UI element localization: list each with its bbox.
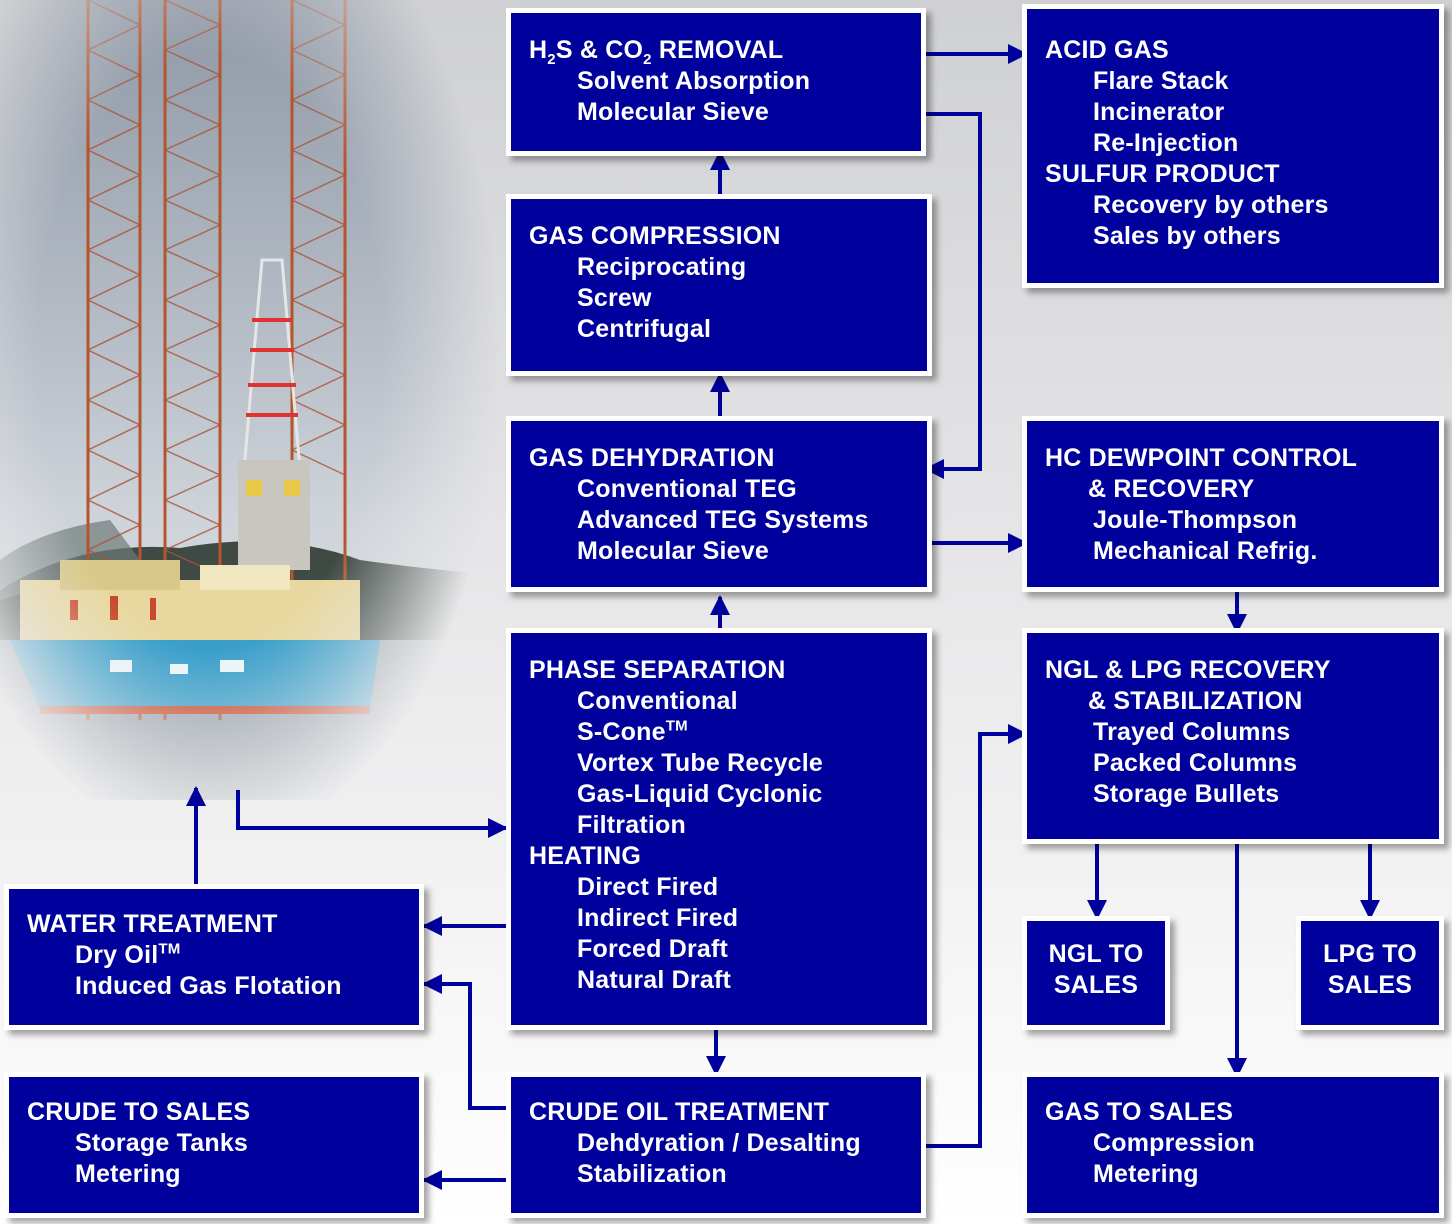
gas-compression-item: Screw (577, 284, 652, 312)
acid-gas-item: Incinerator (1093, 98, 1225, 126)
phase-item: Conventional (577, 687, 738, 715)
heating-item: Forced Draft (577, 935, 729, 963)
heating-heading: HEATING (529, 842, 642, 870)
box-acid-gas: ACID GAS Flare Stack Incinerator Re-Inje… (1022, 4, 1444, 288)
ngl-sales-line1: NGL TO (1048, 940, 1144, 968)
heating-item: Direct Fired (577, 873, 719, 901)
box-h2s-co2-removal: H2S & CO2 REMOVAL Solvent Absorption Mol… (506, 8, 926, 156)
box-crude-oil-treatment: CRUDE OIL TREATMENT Dehdyration / Desalt… (506, 1072, 926, 1218)
box-gas-compression: GAS COMPRESSION Reciprocating Screw Cent… (506, 194, 932, 376)
gas-dehydration-heading: GAS DEHYDRATION (529, 444, 775, 472)
gas-dehydration-item: Advanced TEG Systems (577, 506, 869, 534)
crude-sales-item: Storage Tanks (75, 1129, 249, 1157)
crude-treatment-heading: CRUDE OIL TREATMENT (529, 1098, 830, 1126)
arrow-crude-to-ngl (926, 724, 1028, 1148)
lpg-sales-line2: SALES (1327, 971, 1413, 999)
acid-gas-item: Flare Stack (1093, 67, 1229, 95)
phase-item: Gas-Liquid Cyclonic (577, 780, 823, 808)
water-item-dry-oil: Dry OilTM (75, 940, 181, 969)
water-item: Induced Gas Flotation (75, 972, 342, 1000)
phase-item: Filtration (577, 811, 686, 839)
arrow-crude-to-water (422, 974, 512, 1110)
gas-compression-heading: GAS COMPRESSION (529, 222, 781, 250)
hc-dewpoint-item: Mechanical Refrig. (1093, 537, 1318, 565)
acid-gas-item: Re-Injection (1093, 129, 1239, 157)
crude-sales-heading: CRUDE TO SALES (27, 1098, 251, 1126)
crude-treatment-item: Dehdyration / Desalting (577, 1129, 861, 1157)
gas-sales-item: Compression (1093, 1129, 1255, 1157)
ngl-lpg-item: Storage Bullets (1093, 780, 1280, 808)
gas-dehydration-item: Conventional TEG (577, 475, 797, 503)
sulfur-item: Sales by others (1093, 222, 1281, 250)
hc-dewpoint-item: Joule-Thompson (1093, 506, 1298, 534)
phase-item-scone: S-ConeTM (577, 717, 688, 746)
box-crude-to-sales: CRUDE TO SALES Storage Tanks Metering (4, 1072, 424, 1218)
water-treatment-heading: WATER TREATMENT (27, 910, 278, 938)
crude-treatment-item: Stabilization (577, 1160, 727, 1188)
gas-sales-item: Metering (1093, 1160, 1199, 1188)
offshore-rig-photo (0, 0, 500, 800)
hc-dewpoint-heading-cont: & RECOVERY (1088, 475, 1255, 503)
heating-item: Natural Draft (577, 966, 732, 994)
hc-dewpoint-heading: HC DEWPOINT CONTROL (1045, 444, 1358, 472)
gas-compression-item: Reciprocating (577, 253, 747, 281)
box-gas-to-sales: GAS TO SALES Compression Metering (1022, 1072, 1444, 1218)
gas-compression-item: Centrifugal (577, 315, 712, 343)
ngl-lpg-item: Trayed Columns (1093, 718, 1291, 746)
box-hc-dewpoint-control: HC DEWPOINT CONTROL & RECOVERY Joule-Tho… (1022, 416, 1444, 592)
sulfur-product-heading: SULFUR PRODUCT (1045, 160, 1280, 188)
box-lpg-to-sales: LPG TO SALES (1296, 916, 1444, 1030)
heating-item: Indirect Fired (577, 904, 739, 932)
gas-dehydration-item: Molecular Sieve (577, 537, 769, 565)
ngl-sales-line2: SALES (1053, 971, 1139, 999)
h2s-item: Solvent Absorption (577, 67, 811, 95)
phase-item: Vortex Tube Recycle (577, 749, 824, 777)
box-water-treatment: WATER TREATMENT Dry OilTM Induced Gas Fl… (4, 884, 424, 1030)
box-ngl-lpg-recovery: NGL & LPG RECOVERY & STABILIZATION Traye… (1022, 628, 1444, 844)
phase-separation-heading: PHASE SEPARATION (529, 656, 786, 684)
h2s-co2-heading: H2S & CO2 REMOVAL (529, 36, 784, 68)
ngl-lpg-heading: NGL & LPG RECOVERY (1045, 656, 1331, 684)
box-ngl-to-sales: NGL TO SALES (1022, 916, 1170, 1030)
box-phase-separation: PHASE SEPARATION Conventional S-ConeTM V… (506, 628, 932, 1030)
arrow-h2s-to-dehydration (924, 112, 982, 479)
arrow-rig-to-phase (236, 790, 508, 838)
sulfur-item: Recovery by others (1093, 191, 1329, 219)
box-gas-dehydration: GAS DEHYDRATION Conventional TEG Advance… (506, 416, 932, 592)
ngl-lpg-heading-cont: & STABILIZATION (1088, 687, 1303, 715)
lpg-sales-line1: LPG TO (1323, 940, 1417, 968)
acid-gas-heading: ACID GAS (1045, 36, 1169, 64)
h2s-item: Molecular Sieve (577, 98, 769, 126)
gas-sales-heading: GAS TO SALES (1045, 1098, 1234, 1126)
ngl-lpg-item: Packed Columns (1093, 749, 1298, 777)
crude-sales-item: Metering (75, 1160, 181, 1188)
